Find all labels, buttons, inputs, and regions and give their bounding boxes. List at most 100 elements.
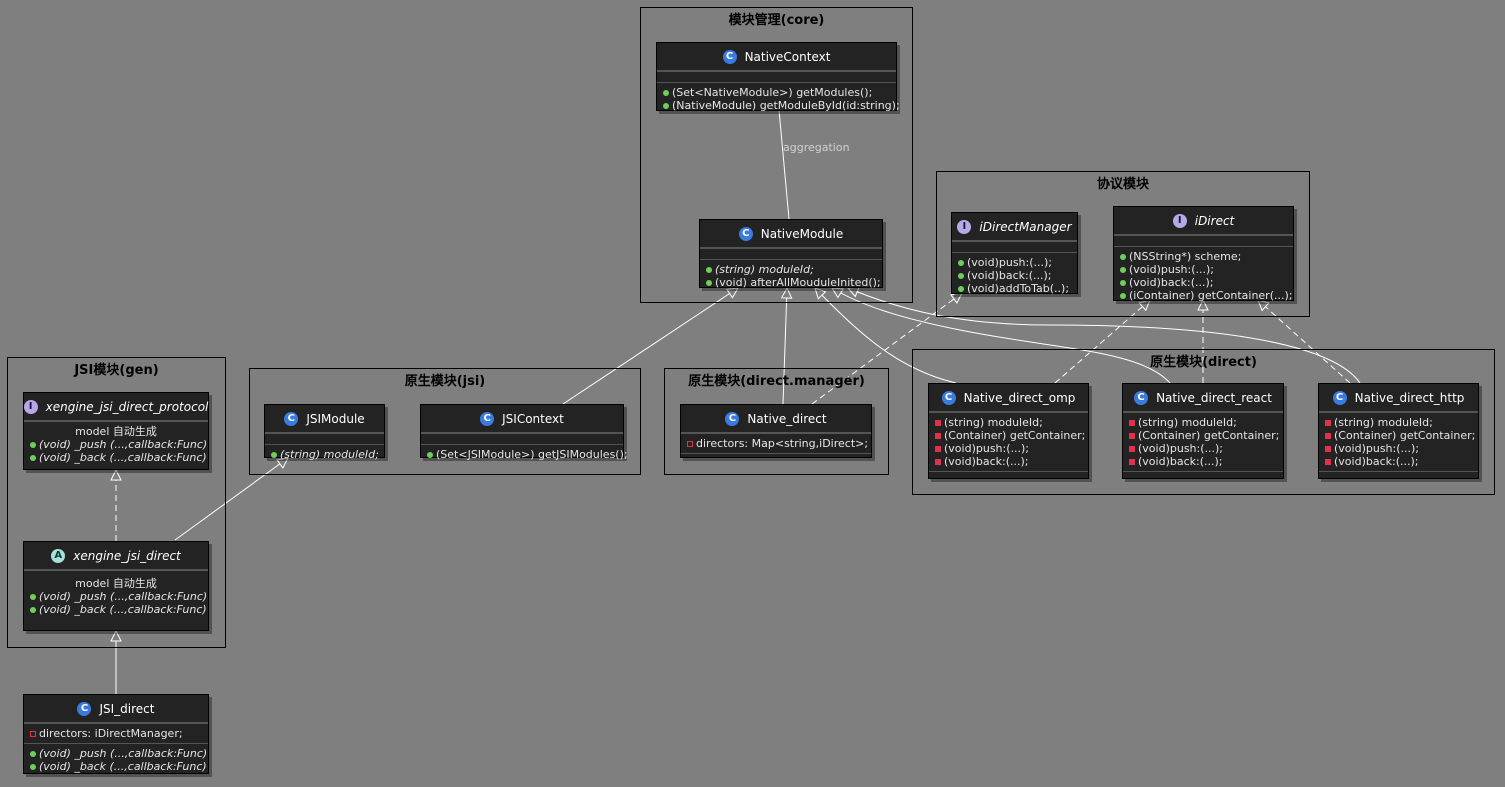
field-text: (void)back:(...); (1334, 455, 1419, 468)
method-row: (void)back:(...); (1120, 276, 1287, 289)
public-icon (30, 750, 36, 757)
public-icon (1120, 292, 1126, 299)
field-row: (Container) getContainer; (935, 429, 1085, 442)
package-direct-manager: 原生模块(direct.manager) (664, 368, 889, 475)
field-text: (string) moduleId; (944, 416, 1043, 429)
edge-aggregation (773, 97, 790, 220)
package-title: 原生模块(jsi) (404, 374, 486, 389)
package-protocol: 协议模块 (936, 171, 1310, 317)
fields-section: (string) moduleId; (Container) getContai… (1319, 412, 1478, 471)
package-title: 协议模块 (1096, 177, 1149, 192)
class-name: JSIContext (502, 411, 564, 426)
method-text: (void) _back (...,callback:Func) (39, 603, 207, 616)
private-icon (1129, 458, 1135, 465)
method-row: (string) moduleId; (271, 448, 379, 461)
field-row: (void)back:(...); (935, 455, 1082, 468)
field-text: (void)push:(...); (1334, 442, 1420, 455)
method-text: (void)push:(...); (967, 256, 1053, 269)
field-row: (string) moduleId; (935, 416, 1082, 429)
private-icon (1129, 445, 1135, 452)
field-text: (Container) getContainer; (1334, 429, 1476, 442)
edge-nativedirect-nativemodule (783, 288, 787, 405)
interface-badge-icon: I (957, 219, 972, 234)
methods-section: (string) moduleId; (265, 444, 384, 464)
public-icon (663, 102, 669, 109)
method-row: (void) _push (...,callback:Func) (30, 590, 207, 603)
method-row: (void) afterAllMouduleInited(); (706, 276, 881, 289)
methods-section: model 自动生成 (void) _push (...,callback:Fu… (24, 421, 208, 467)
field-row: directors: iDirectManager; (30, 727, 202, 740)
field-row: (void)push:(...); (935, 442, 1082, 455)
fields-section (952, 241, 1077, 252)
field-row: (void)back:(...); (1325, 455, 1472, 468)
method-row: (void)push:(...); (1120, 263, 1287, 276)
method-text: (void)addToTab(..); (967, 282, 1070, 295)
methods-section (929, 471, 1088, 482)
class-badge-icon: C (725, 411, 740, 426)
private-icon (1129, 432, 1135, 439)
public-icon (958, 285, 964, 292)
class-badge-icon: C (738, 226, 753, 241)
note-row: model 自动生成 (75, 577, 157, 590)
methods-section (681, 453, 871, 464)
method-row: (iContainer) getContainer(...); (1120, 289, 1293, 302)
method-row: (void) _push (...,callback:Func) (30, 747, 207, 760)
class-badge-icon: C (722, 49, 737, 64)
class-native-context[interactable]: C NativeContext (Set<NativeModule>) getMo… (656, 42, 900, 112)
edge-http-nativemodule (848, 288, 1361, 384)
methods-section: (void)push:(...); (void)back:(...); (voi… (952, 252, 1077, 298)
fields-section (700, 248, 882, 259)
public-icon (958, 259, 964, 266)
class-name: iDirect (1194, 213, 1235, 228)
method-row: (void)back:(...); (958, 269, 1071, 282)
methods-section: (NSString*) scheme; (void)push:(...); (v… (1114, 246, 1293, 305)
field-text: (void)back:(...); (1138, 455, 1223, 468)
method-row: (void) _back (...,callback:Func) (30, 760, 207, 773)
field-row: (string) moduleId; (1129, 416, 1277, 429)
method-row: (void)push:(...); (958, 256, 1071, 269)
public-icon (958, 272, 964, 279)
class-name: NativeContext (744, 49, 831, 64)
private-icon (1325, 445, 1331, 452)
field-row: (Container) getContainer; (1129, 429, 1279, 442)
class-badge-icon: C (1332, 390, 1347, 405)
private-icon (1325, 432, 1331, 439)
field-text: (void)push:(...); (1138, 442, 1224, 455)
method-row: (Set<NativeModule>) getModules(); (663, 86, 890, 99)
method-text: (void) afterAllMouduleInited(); (715, 276, 881, 289)
class-name: iDirectManager (979, 219, 1072, 234)
class-native-module[interactable]: C NativeModule (string) moduleId; (void) … (699, 219, 883, 289)
methods-section: (Set<NativeModule>) getModules(); (Nativ… (657, 82, 900, 115)
package-direct: 原生模块(direct) (912, 349, 1495, 495)
note-row: model 自动生成 (75, 425, 157, 438)
field-row: (string) moduleId; (1325, 416, 1472, 429)
fields-section: (string) moduleId; (Container) getContai… (1123, 412, 1283, 471)
methods-section (1319, 471, 1478, 482)
method-row: (NativeModule) getModuleById(id:string); (663, 99, 900, 112)
field-row: (void)back:(...); (1129, 455, 1277, 468)
package-core: 模块管理(core) (640, 7, 913, 303)
private-icon (1325, 458, 1331, 465)
fields-section: directors: Map<string,iDirect>; (681, 433, 871, 453)
method-text: (NSString*) scheme; (1129, 250, 1242, 263)
class-name: NativeModule (760, 226, 844, 241)
method-row: (NSString*) scheme; (1120, 250, 1287, 263)
method-text: (void) _push (...,callback:Func) (39, 747, 208, 760)
interface-badge-icon: I (1172, 213, 1187, 228)
method-text: (string) moduleId; (715, 263, 814, 276)
method-row: (void) _push (...,callback:Func) (30, 438, 207, 451)
edge-jsicontext-nativemodule (562, 288, 738, 405)
package-title: 原生模块(direct.manager) (688, 374, 865, 389)
method-text: (void)back:(...); (1129, 276, 1214, 289)
